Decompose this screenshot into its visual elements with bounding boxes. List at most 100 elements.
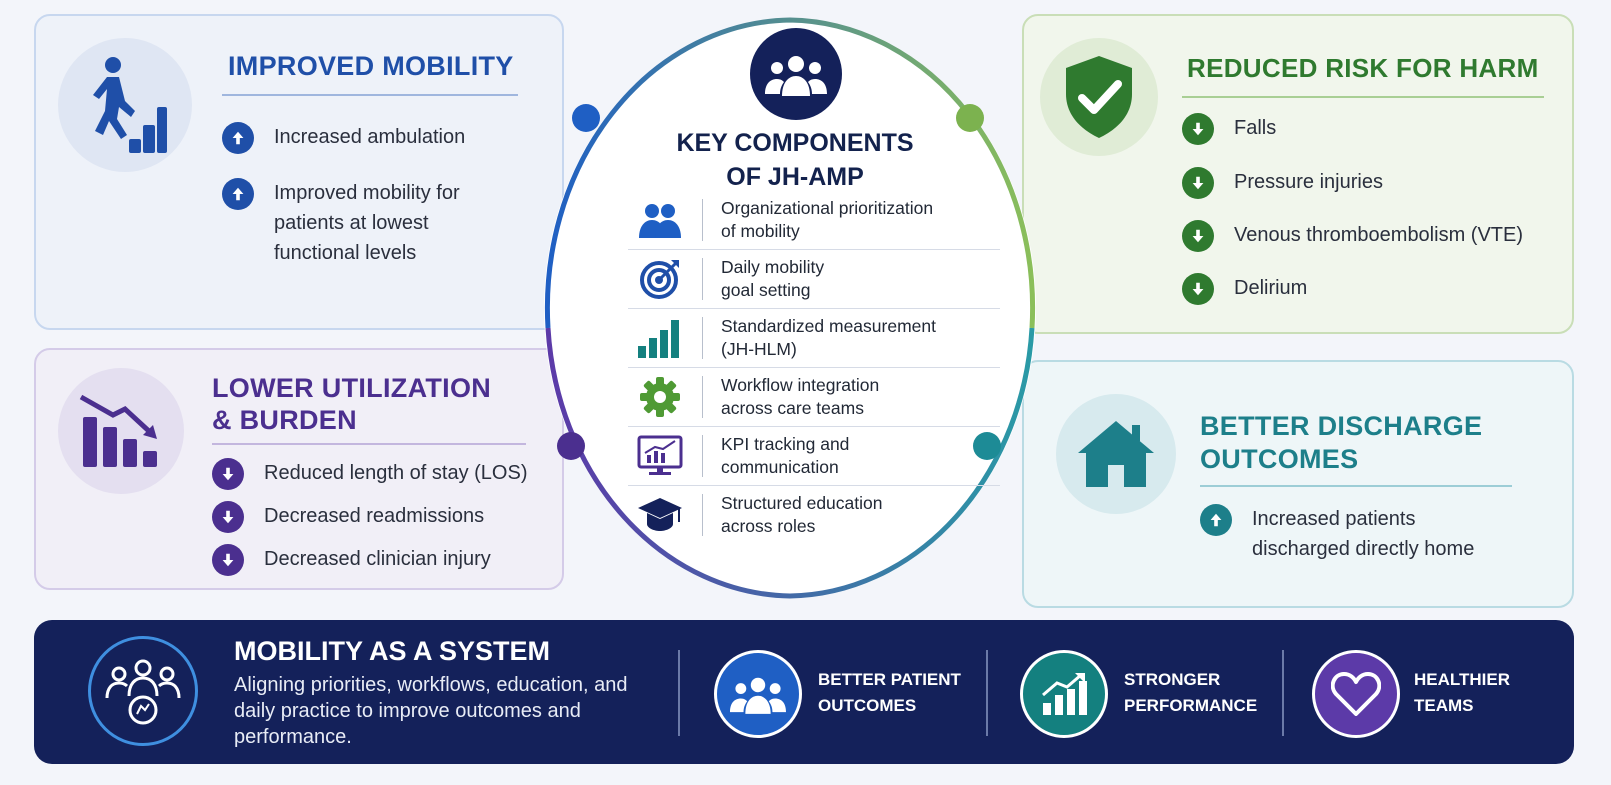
mobility-item: Improved mobility for patients at lowest… — [222, 178, 512, 268]
component-line2: of mobility — [721, 220, 800, 241]
outcome-badge-teams — [1312, 650, 1400, 738]
outcome-line1: STRONGER — [1124, 670, 1221, 689]
ring-node — [973, 432, 1001, 460]
component-line2: across care teams — [721, 397, 864, 418]
harm-item-label: Pressure injuries — [1234, 171, 1383, 193]
outcome-label-performance: STRONGER PERFORMANCE — [1124, 667, 1257, 719]
down-arrow-icon — [212, 544, 244, 576]
utilization-item: Reduced length of stay (LOS) — [212, 458, 527, 490]
utilization-item-label: Decreased clinician injury — [264, 548, 491, 570]
utilization-item: Decreased readmissions — [212, 501, 484, 533]
mobility-badge — [58, 38, 192, 172]
down-arrow-icon — [212, 501, 244, 533]
discharge-item-label: Increased patients discharged directly h… — [1252, 508, 1475, 560]
team-cycle-icon — [105, 659, 181, 725]
bar-chart-icon — [638, 319, 679, 358]
people-icon — [765, 56, 827, 96]
mobility-item-label: Increased ambulation — [274, 126, 466, 148]
people-icon — [730, 677, 786, 714]
down-arrow-icon — [1182, 273, 1214, 305]
center-title-line2: OF JH-AMP — [726, 163, 864, 191]
center-title-line1: KEY COMPONENTS — [676, 129, 914, 157]
utilization-title-line1: LOWER UTILIZATION — [212, 373, 492, 403]
component-line2: communication — [721, 456, 839, 477]
component-line2: (JH-HLM) — [721, 338, 797, 359]
system-description: Aligning priorities, workflows, educatio… — [234, 674, 628, 748]
graduation-cap-icon — [638, 498, 682, 531]
shield-check-icon — [1066, 56, 1132, 138]
up-arrow-icon — [222, 178, 254, 210]
harm-title: REDUCED RISK FOR HARM — [1187, 53, 1539, 83]
discharge-badge — [1056, 394, 1176, 514]
bar-divider — [986, 650, 988, 736]
up-arrow-icon — [1200, 504, 1232, 536]
target-icon — [640, 259, 679, 299]
outcome-line2: OUTCOMES — [818, 696, 917, 715]
discharge-rule — [1200, 485, 1512, 487]
declining-bar-chart-icon — [79, 394, 157, 467]
system-title: MOBILITY AS A SYSTEM — [234, 636, 551, 666]
bar-divider — [678, 650, 680, 736]
up-arrow-icon — [222, 122, 254, 154]
utilization-item: Decreased clinician injury — [212, 544, 491, 576]
outcome-label-patient: BETTER PATIENT OUTCOMES — [818, 667, 961, 719]
down-arrow-icon — [212, 458, 244, 490]
down-arrow-icon — [1182, 220, 1214, 252]
outcome-badge-patient — [714, 650, 802, 738]
mobility-title: IMPROVED MOBILITY — [228, 51, 514, 81]
harm-item-label: Falls — [1234, 117, 1277, 139]
utilization-item-label: Reduced length of stay (LOS) — [264, 462, 528, 484]
outcome-badge-performance — [1020, 650, 1108, 738]
component-line1: Daily mobility — [721, 256, 825, 277]
component-line2: across roles — [721, 516, 816, 536]
bar-divider — [1282, 650, 1284, 736]
utilization-rule — [212, 443, 526, 445]
discharge-title-line1: BETTER DISCHARGE — [1200, 411, 1483, 441]
ring-node — [956, 104, 984, 132]
heart-icon — [1331, 672, 1381, 716]
component-line1: Standardized measurement — [721, 315, 936, 336]
outcome-line2: TEAMS — [1414, 696, 1474, 715]
walking-person-stairs-icon — [93, 57, 167, 153]
harm-item: Falls — [1182, 113, 1276, 145]
growth-chart-icon — [1042, 673, 1087, 715]
utilization-item-label: Decreased readmissions — [264, 505, 485, 527]
component-line1: Structured education — [721, 493, 883, 513]
center-title: KEY COMPONENTS OF JH-AMP — [640, 126, 950, 194]
component-line2: goal setting — [721, 279, 811, 300]
harm-item: Delirium — [1182, 273, 1307, 305]
house-icon — [1078, 421, 1154, 487]
harm-item: Pressure injuries — [1182, 167, 1383, 199]
mobility-item: Increased ambulation — [222, 122, 522, 154]
component-row: Standardized measurement(JH-HLM) — [628, 308, 1000, 368]
harm-badge — [1040, 38, 1158, 156]
component-row: Structured education across roles — [628, 485, 1000, 545]
monitor-chart-icon — [637, 435, 683, 475]
ring-node — [557, 432, 585, 460]
harm-item-label: Venous thromboembolism (VTE) — [1234, 224, 1524, 246]
people-icon — [639, 203, 681, 238]
harm-item-label: Delirium — [1234, 277, 1308, 299]
outcome-line1: BETTER PATIENT — [818, 670, 961, 689]
mobility-rule — [222, 94, 518, 96]
mobility-item-label: Improved mobility for patients at lowest… — [274, 182, 460, 264]
gear-icon — [640, 376, 680, 417]
harm-item: Venous thromboembolism (VTE) — [1182, 220, 1523, 252]
down-arrow-icon — [1182, 167, 1214, 199]
outcome-line1: HEALTHIER — [1414, 670, 1511, 689]
utilization-badge — [58, 368, 184, 494]
component-line1: Organizational prioritization — [721, 197, 934, 218]
discharge-item: Increased patients discharged directly h… — [1200, 504, 1502, 564]
outcome-line2: PERFORMANCE — [1124, 696, 1258, 715]
system-badge — [88, 636, 198, 746]
team-badge — [750, 28, 842, 120]
component-line1: Workflow integration — [721, 374, 880, 395]
utilization-title-line2: & BURDEN — [212, 405, 357, 435]
harm-rule — [1182, 96, 1544, 98]
outcome-label-teams: HEALTHIER TEAMS — [1414, 667, 1510, 719]
ring-node — [572, 104, 600, 132]
